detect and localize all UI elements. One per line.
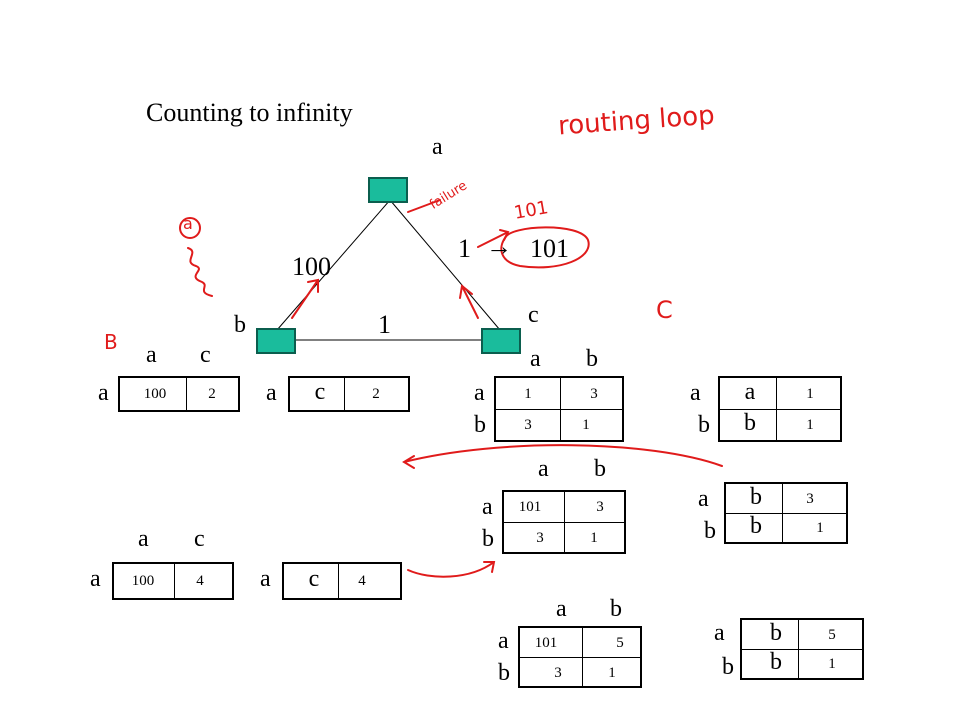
t6-row-b: b bbox=[704, 518, 716, 544]
c-hand-note: C bbox=[656, 296, 673, 324]
t6-via-a: b bbox=[750, 484, 762, 510]
t6-table: b 3 b 1 bbox=[724, 482, 848, 544]
edge-ac-new-cost: 101 bbox=[530, 234, 569, 263]
t2-table: c 2 bbox=[288, 376, 410, 412]
failure-underline bbox=[407, 199, 441, 213]
t8-via: c bbox=[308, 566, 320, 592]
t1-col-a: a bbox=[146, 342, 157, 368]
t6-row-a: a bbox=[698, 486, 709, 512]
arrow-edge-ac bbox=[459, 284, 479, 319]
t5-cell-ba: 3 bbox=[536, 530, 544, 546]
t4-row-b: b bbox=[698, 412, 710, 438]
t3-row-a: a bbox=[474, 380, 485, 406]
squiggle-a bbox=[187, 247, 213, 297]
t2-cost: 2 bbox=[372, 386, 380, 402]
edge-ab bbox=[276, 199, 391, 331]
t7-table: 100 4 bbox=[112, 562, 234, 600]
t2-row-a: a bbox=[266, 380, 277, 406]
t8-row-a: a bbox=[260, 566, 271, 592]
t6-cost-b: 1 bbox=[816, 520, 824, 536]
t10-table: b 5 b 1 bbox=[740, 618, 864, 680]
edge-bc-cost: 1 bbox=[378, 310, 391, 339]
t10-via-b: b bbox=[770, 649, 782, 675]
t4-row-a: a bbox=[690, 380, 701, 406]
node-label-c: c bbox=[528, 302, 539, 328]
t7-cell-1: 100 bbox=[131, 573, 155, 589]
t1-cell-2: 2 bbox=[208, 386, 216, 402]
router-c bbox=[481, 328, 521, 354]
circle-a-hand bbox=[179, 217, 201, 239]
b-hand-note: B bbox=[104, 330, 118, 354]
slide-title: Counting to infinity bbox=[146, 98, 353, 127]
edge-ac-arrow: → bbox=[486, 232, 512, 261]
t9-table: 101 5 3 1 bbox=[518, 626, 642, 688]
router-a bbox=[368, 177, 408, 203]
t3-row-b: b bbox=[474, 412, 486, 438]
edge-ab-cost: 100 bbox=[292, 252, 331, 281]
t1-table: 100 2 bbox=[118, 376, 240, 412]
t6-via-b: b bbox=[750, 513, 762, 539]
t5-col-a: a bbox=[538, 456, 549, 482]
t3-col-b: b bbox=[586, 346, 598, 372]
t10-row-b: b bbox=[722, 654, 734, 680]
t9-col-b: b bbox=[610, 596, 622, 622]
circled-a-note: a bbox=[183, 214, 193, 233]
arrow-to-101 bbox=[477, 229, 510, 248]
t4-via-b: b bbox=[744, 410, 756, 436]
edge-ac bbox=[389, 199, 501, 331]
t10-via-a: b bbox=[770, 620, 782, 646]
t2-via: c bbox=[314, 379, 326, 405]
t10-row-a: a bbox=[714, 620, 725, 646]
arrow-long bbox=[402, 444, 723, 469]
t4-cost-b: 1 bbox=[806, 417, 814, 433]
t1-row-a: a bbox=[98, 380, 109, 406]
t1-cell-1: 100 bbox=[143, 386, 167, 402]
t4-table: a 1 b 1 bbox=[718, 376, 842, 442]
t7-col-c: c bbox=[194, 526, 205, 552]
t3-cell-ab: 3 bbox=[590, 386, 598, 402]
t5-table: 101 3 3 1 bbox=[502, 490, 626, 554]
t10-cost-b: 1 bbox=[828, 656, 836, 672]
t8-cost: 4 bbox=[358, 573, 366, 589]
t9-col-a: a bbox=[556, 596, 567, 622]
t5-row-a: a bbox=[482, 494, 493, 520]
t5-cell-aa: 101 bbox=[518, 499, 542, 515]
t3-cell-bb: 1 bbox=[582, 417, 590, 433]
t9-row-a: a bbox=[498, 628, 509, 654]
edge-ac-old-cost: 1 bbox=[458, 234, 471, 263]
arrow-mid bbox=[407, 561, 496, 578]
t3-col-a: a bbox=[530, 346, 541, 372]
node-label-b: b bbox=[234, 312, 246, 338]
t5-cell-bb: 1 bbox=[590, 530, 598, 546]
t9-cell-aa: 101 bbox=[534, 635, 558, 651]
t5-col-b: b bbox=[594, 456, 606, 482]
t9-cell-ba: 3 bbox=[554, 665, 562, 681]
t7-row-a: a bbox=[90, 566, 101, 592]
t9-cell-bb: 1 bbox=[608, 665, 616, 681]
t9-cell-ab: 5 bbox=[616, 635, 624, 651]
t3-cell-aa: 1 bbox=[524, 386, 532, 402]
t3-table: 1 3 3 1 bbox=[494, 376, 624, 442]
router-b bbox=[256, 328, 296, 354]
circle-101 bbox=[500, 226, 590, 269]
t4-cost-a: 1 bbox=[806, 386, 814, 402]
node-label-a: a bbox=[432, 134, 443, 160]
t6-cost-a: 3 bbox=[806, 491, 814, 507]
t5-cell-ab: 3 bbox=[596, 499, 604, 515]
t8-table: c 4 bbox=[282, 562, 402, 600]
t9-row-b: b bbox=[498, 660, 510, 686]
t3-cell-ba: 3 bbox=[524, 417, 532, 433]
t4-via-a: a bbox=[744, 379, 756, 405]
arrow-edge-ab bbox=[291, 278, 319, 319]
t10-cost-a: 5 bbox=[828, 627, 836, 643]
t5-row-b: b bbox=[482, 526, 494, 552]
t7-cell-2: 4 bbox=[196, 573, 204, 589]
t1-col-c: c bbox=[200, 342, 211, 368]
t7-col-a: a bbox=[138, 526, 149, 552]
